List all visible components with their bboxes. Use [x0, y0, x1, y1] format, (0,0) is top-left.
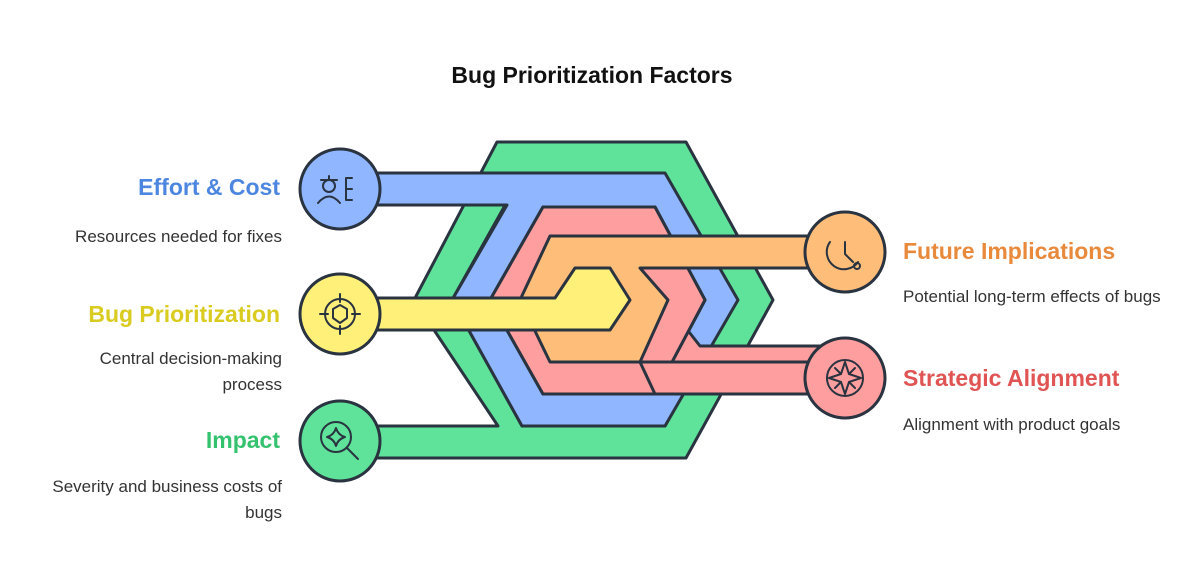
- impact-label: Impact: [205, 427, 280, 453]
- strategic-circle: [803, 336, 887, 420]
- impact-circle: [298, 399, 382, 483]
- bug-prioritization-description: Central decision-making process: [99, 349, 282, 394]
- compass-icon: [826, 359, 864, 397]
- effort-description: Resources needed for fixes: [75, 227, 282, 246]
- future-description: Potential long-term effects of bugs: [903, 287, 1161, 306]
- bug-prioritization-label: Bug Prioritization: [88, 301, 280, 327]
- impact-description: Severity and business costs of bugs: [52, 477, 282, 522]
- clock-icon: [825, 241, 861, 271]
- effort-label: Effort & Cost: [138, 174, 280, 200]
- bug-prioritization-circle: [298, 272, 382, 356]
- diagram-title: Bug Prioritization Factors: [451, 62, 733, 88]
- future-label: Future Implications: [903, 238, 1116, 264]
- magnify-sparkle-icon: [320, 421, 359, 460]
- engineer-icon: [317, 175, 353, 204]
- target-bug-icon: [319, 293, 361, 335]
- effort-circle: [298, 147, 382, 231]
- bug-prioritization-band: [338, 266, 632, 332]
- strategic-label: Strategic Alignment: [903, 365, 1120, 391]
- strategic-description: Alignment with product goals: [903, 415, 1121, 434]
